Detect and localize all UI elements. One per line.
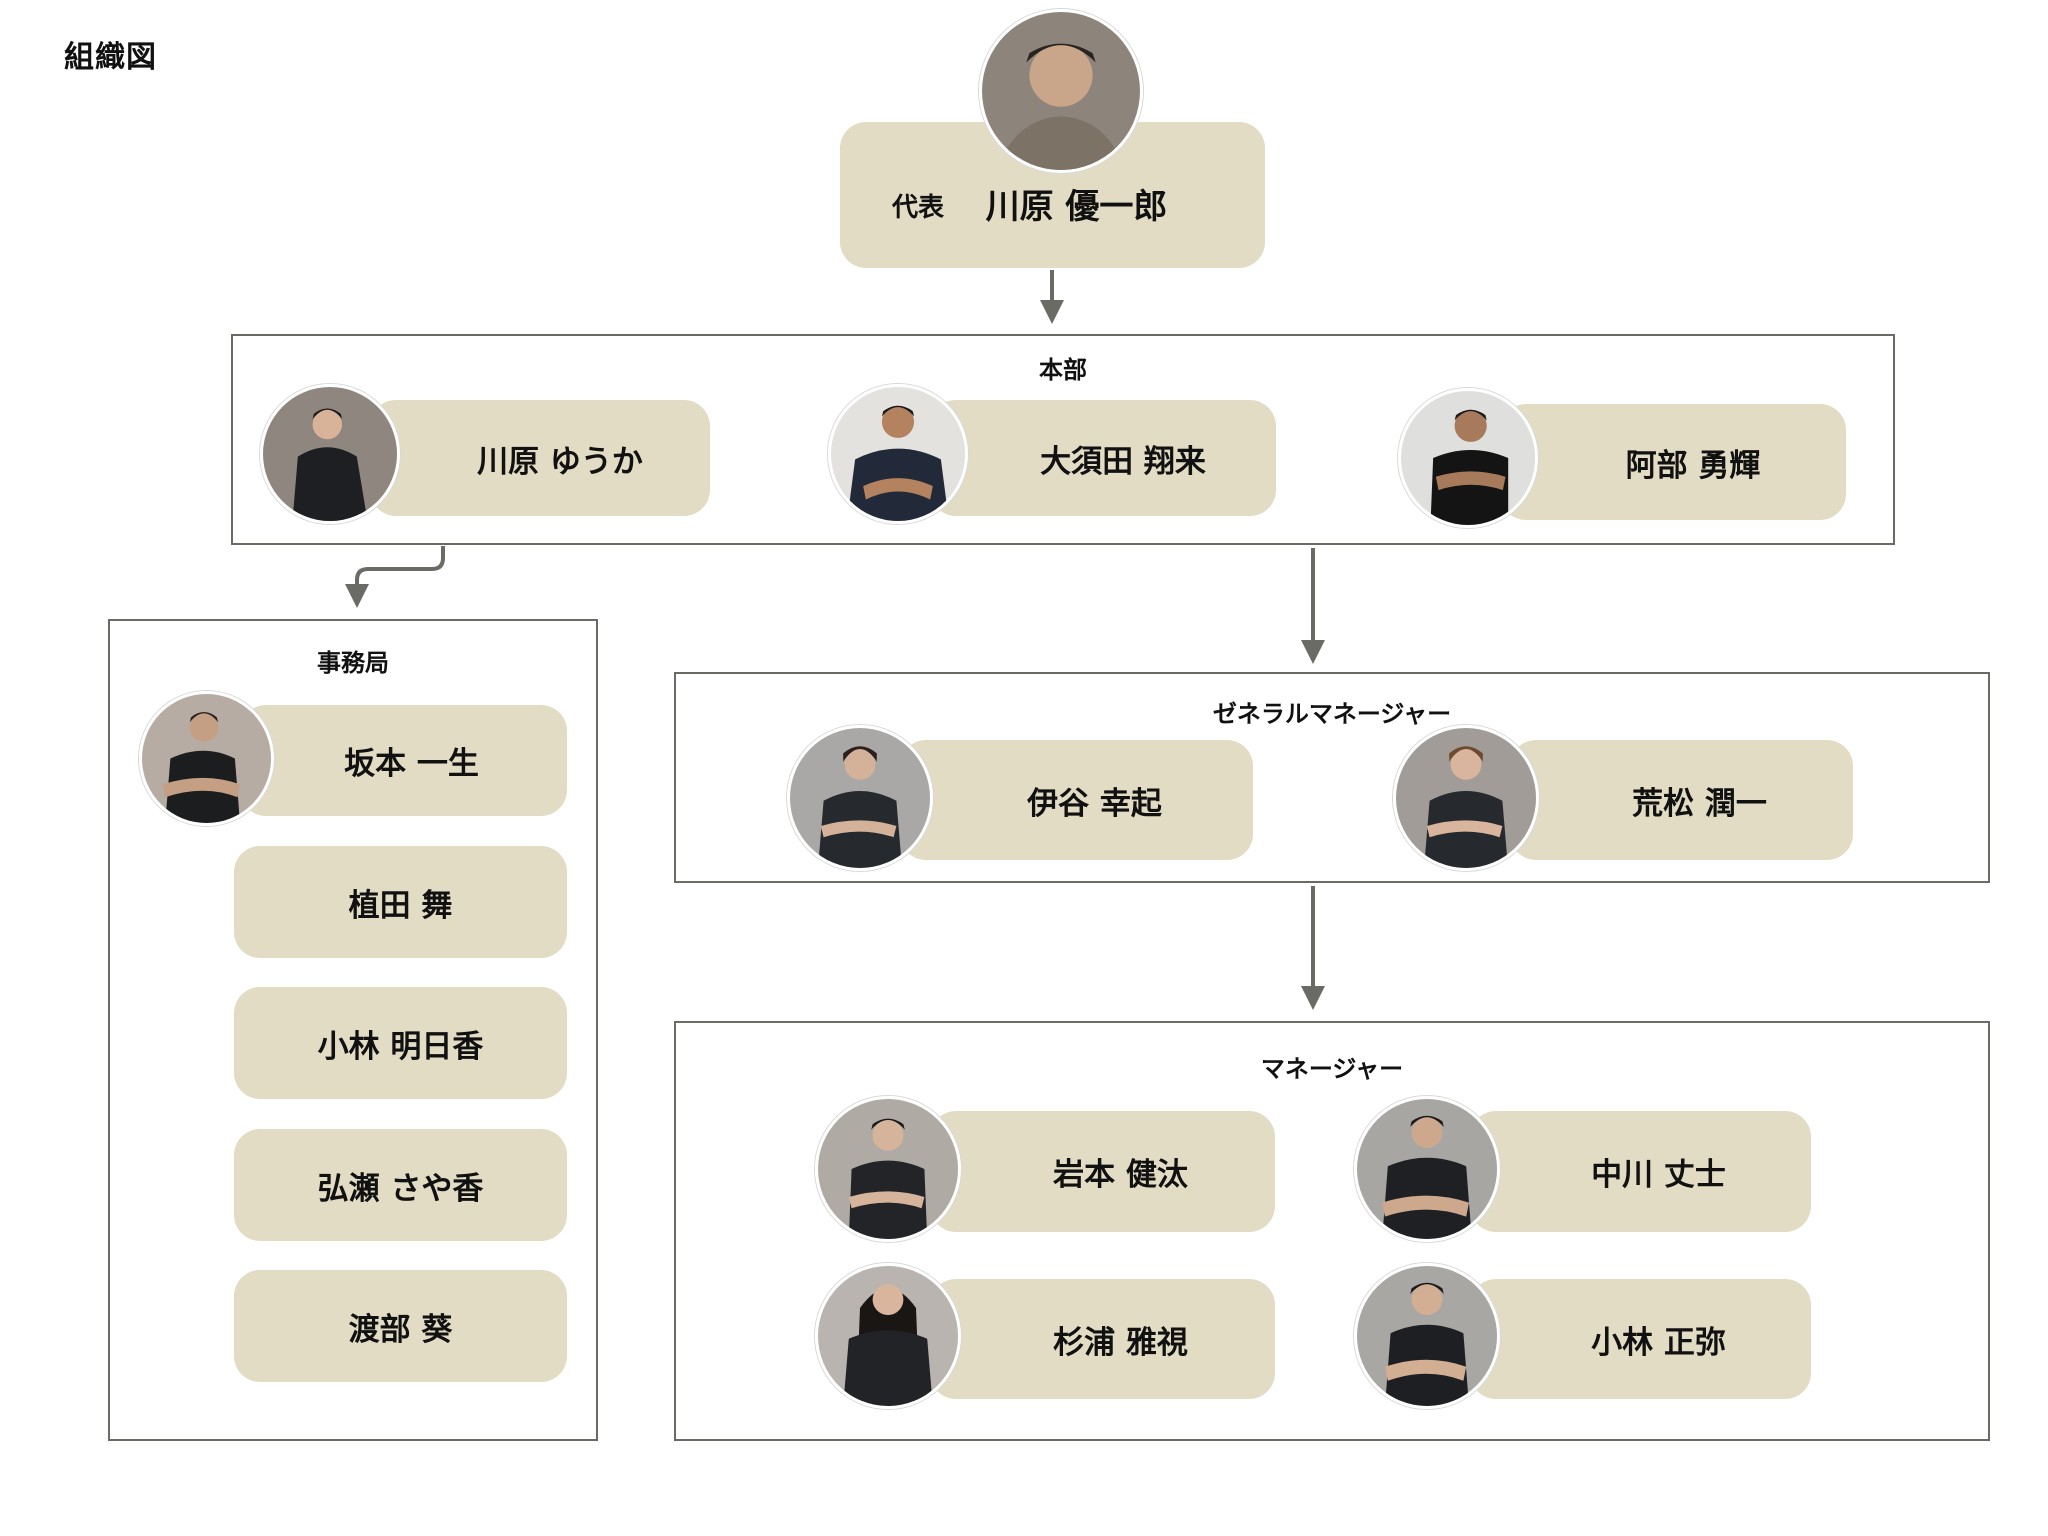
member-name: 荒松 潤一 — [1632, 785, 1767, 822]
honbu-member-card[interactable]: 川原 ゆうか — [370, 400, 710, 516]
portrait-photo-icon — [818, 1266, 958, 1406]
honbu-label: 本部 — [1039, 356, 1087, 384]
manager-member-photo — [1354, 1096, 1500, 1242]
manager-member-card[interactable]: 小林 正弥 — [1470, 1279, 1811, 1399]
jimukyoku-member-card[interactable]: 弘瀬 さや香 — [234, 1129, 567, 1241]
general-manager-member-card[interactable]: 伊谷 幸起 — [900, 740, 1253, 860]
general-manager-label: ゼネラルマネージャー — [1212, 700, 1452, 728]
page-title: 組織図 — [64, 40, 157, 75]
portrait-photo-icon — [1401, 391, 1535, 525]
portrait-photo-icon — [831, 387, 965, 521]
portrait-photo-icon — [1357, 1266, 1497, 1406]
manager-member-card[interactable]: 杉浦 雅視 — [930, 1279, 1275, 1399]
member-name: 伊谷 幸起 — [1027, 785, 1162, 822]
honbu-member-card[interactable]: 大須田 翔来 — [930, 400, 1276, 516]
arrow-honbu-to-jimukyoku — [345, 546, 445, 608]
general-manager-member-photo — [1393, 725, 1539, 871]
member-name: 植田 舞 — [348, 887, 453, 924]
representative-photo — [979, 9, 1143, 173]
portrait-photo-icon — [818, 1099, 958, 1239]
jimukyoku-member-card[interactable]: 渡部 葵 — [234, 1270, 567, 1382]
general-manager-member-card[interactable]: 荒松 潤一 — [1510, 740, 1853, 860]
manager-member-photo — [815, 1263, 961, 1409]
manager-member-photo — [1354, 1263, 1500, 1409]
manager-member-card[interactable]: 中川 丈士 — [1470, 1111, 1811, 1232]
manager-member-photo — [815, 1096, 961, 1242]
honbu-member-card[interactable]: 阿部 勇輝 — [1500, 404, 1846, 520]
member-name: 小林 正弥 — [1591, 1324, 1726, 1361]
member-name: 大須田 翔来 — [1040, 443, 1206, 480]
manager-label: マネージャー — [1260, 1055, 1404, 1083]
member-name: 小林 明日香 — [317, 1028, 484, 1065]
member-name: 川原 ゆうか — [477, 443, 643, 480]
portrait-photo-icon — [1396, 728, 1536, 868]
member-name: 中川 丈士 — [1591, 1157, 1726, 1193]
honbu-member-photo — [828, 384, 968, 524]
member-name: 杉浦 雅視 — [1053, 1324, 1188, 1361]
member-name: 坂本 一生 — [344, 746, 479, 782]
manager-member-card[interactable]: 岩本 健汰 — [930, 1111, 1275, 1232]
jimukyoku-member-card[interactable]: 小林 明日香 — [234, 987, 567, 1099]
general-manager-member-photo — [787, 725, 933, 871]
jimukyoku-member-card[interactable]: 植田 舞 — [234, 846, 567, 958]
jimukyoku-member-photo — [139, 691, 274, 826]
honbu-member-photo — [260, 384, 400, 524]
portrait-photo-icon — [142, 694, 271, 823]
portrait-photo-icon — [982, 12, 1140, 170]
representative-name: 川原 優一郎 — [985, 187, 1168, 227]
portrait-photo-icon — [263, 387, 397, 521]
member-name: 阿部 勇輝 — [1625, 447, 1761, 484]
jimukyoku-member-card[interactable]: 坂本 一生 — [240, 705, 567, 816]
member-name: 渡部 葵 — [348, 1311, 453, 1348]
honbu-member-photo — [1398, 388, 1538, 528]
member-name: 弘瀬 さや香 — [317, 1170, 484, 1207]
member-name: 岩本 健汰 — [1053, 1157, 1188, 1193]
portrait-photo-icon — [790, 728, 930, 868]
portrait-photo-icon — [1357, 1099, 1497, 1239]
jimukyoku-label: 事務局 — [317, 649, 389, 677]
representative-role: 代表 — [892, 193, 945, 223]
